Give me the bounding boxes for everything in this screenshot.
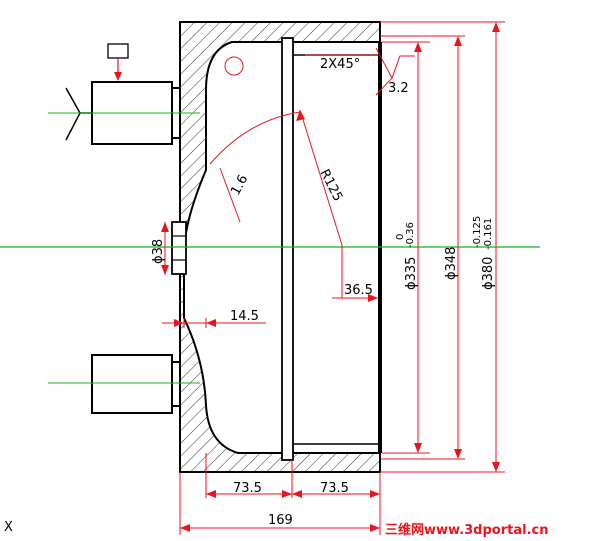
x-axis-label: X	[4, 520, 13, 535]
chamfer-label: 2X45°	[320, 57, 360, 72]
dia-inner-label: ϕ335	[404, 257, 419, 290]
dia-outer-tol-lower: -0.161	[483, 218, 494, 250]
dia-outer-tol-upper: -0.125	[472, 216, 483, 248]
hatched-section	[180, 22, 380, 472]
hole-dia-label: ϕ38	[151, 239, 166, 264]
half-right-label: 73.5	[320, 481, 349, 496]
dia-mid-label: ϕ348	[444, 247, 459, 280]
wall-label: 14.5	[230, 309, 259, 324]
center-hole	[171, 221, 187, 275]
groove-ring	[281, 37, 294, 461]
total-width-label: 169	[268, 513, 293, 528]
roughness-top-label: 3.2	[388, 81, 409, 96]
dia-inner-tol-upper: 0	[395, 234, 406, 240]
datum-box	[107, 43, 129, 59]
dia-inner-tol-lower: -0.36	[405, 222, 416, 248]
watermark: 三维网www.3dportal.cn	[385, 522, 548, 538]
half-left-label: 73.5	[233, 481, 262, 496]
offset-label: 36.5	[344, 283, 373, 298]
dia-outer-label: ϕ380	[481, 257, 496, 290]
lower-spindle	[91, 354, 173, 414]
